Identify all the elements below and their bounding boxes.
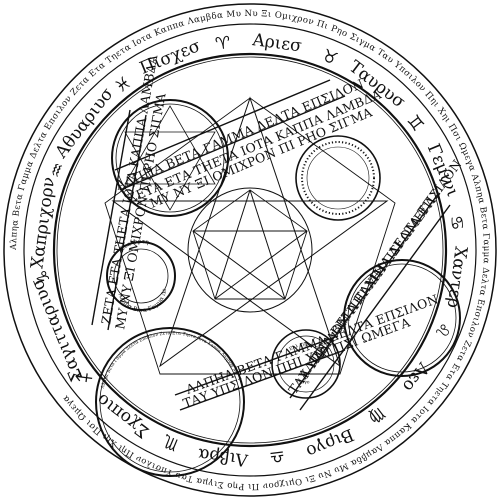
upper-left-hexagram-b: [124, 131, 216, 211]
band-line-right-b: [289, 193, 439, 399]
upper-right-circle: [295, 135, 381, 221]
zodiac-labels: Αριεσ♈Ταυρυσ♉Γεμινι♊Χαντερ♋Λεο♌Βιργο♍Λιβ…: [27, 30, 471, 470]
outermost-ring: [3, 3, 497, 497]
left-circle: [106, 241, 176, 311]
upper-left-hexagram-a: [124, 105, 216, 185]
band-text: ΑΛΠΗΑ ΒΕΤΑ ΓΑΜΜΑ ΔΕΛΤΑ ΕΠΣΙΛΟΝ ΖΕΤΑ ΕΤΑ …: [98, 53, 464, 411]
zodiac-glyph-icon-4: ♌: [430, 319, 454, 341]
band-line-left-b: [107, 114, 147, 331]
zodiac-name-0: Αριεσ: [250, 30, 303, 56]
right-circle: [343, 259, 461, 377]
bottom-right-circle-text-1: Ελλ Γηοσε: [288, 342, 315, 352]
center-line-c: [192, 230, 286, 300]
band-line-left-a: [91, 109, 131, 326]
band-line-top-b: [119, 95, 346, 191]
band-line-top-a: [114, 79, 331, 171]
band-line-right-a: [299, 204, 451, 411]
zodiac-glyph-icon-9: ♑: [33, 268, 55, 286]
zodiac-glyph-icon-6: ♎: [268, 445, 286, 467]
center-line-a: [249, 189, 286, 300]
bottom-right-circle-text-path-2: Βιργο: [296, 378, 310, 386]
upper-left-circle: [111, 99, 229, 217]
zodiac-glyph-icon-1: ♉: [319, 46, 341, 70]
bottom-right-circle-text-path-1: Ελλ Γηοσε: [288, 342, 315, 352]
outer-ring-text: Αλπηα Βετα Γαμμα Δελτα Επσιλον Ζετα Ετα …: [9, 9, 491, 491]
outer-rings: [3, 3, 497, 497]
bottom-right-circle: [271, 329, 341, 399]
band-line-bottom-b: [174, 335, 339, 396]
center-circle: [187, 187, 313, 313]
zodiac-glyph-icon-10: ♒: [46, 160, 70, 182]
satellite-circles: [95, 99, 461, 477]
band-line-bottom-a: [179, 349, 346, 411]
zodiac-glyph-icon-3: ♋: [445, 214, 467, 232]
lower-left-circle-inner: [99, 331, 241, 473]
center-pentagon: [192, 189, 308, 300]
upper-right-circle-inner: [306, 146, 370, 210]
bottom-right-circle-text-2: Βιργο: [296, 378, 310, 386]
center-line-b: [214, 230, 308, 300]
zodiac-glyph-icon-0: ♈: [214, 33, 232, 55]
zodiac-glyph-icon-7: ♏: [160, 430, 182, 454]
lower-left-circle: [95, 327, 245, 477]
zodiac-ring-inner-edge-thin: [56, 56, 444, 444]
center-line-d: [214, 189, 251, 300]
upper-right-dotted-ring: [301, 141, 375, 215]
text-band: [91, 79, 451, 411]
outer-text-ring-inner-edge: [23, 23, 477, 477]
zodiac-ring-inner-edge: [52, 52, 448, 448]
outer-ring-text-path: Αλπηα Βετα Γαμμα Δελτα Επσιλον Ζετα Ετα …: [9, 9, 491, 491]
upper-left-circle-inner: [115, 103, 225, 213]
pentagram-star: [111, 96, 389, 368]
left-circle-inner: [113, 248, 169, 304]
